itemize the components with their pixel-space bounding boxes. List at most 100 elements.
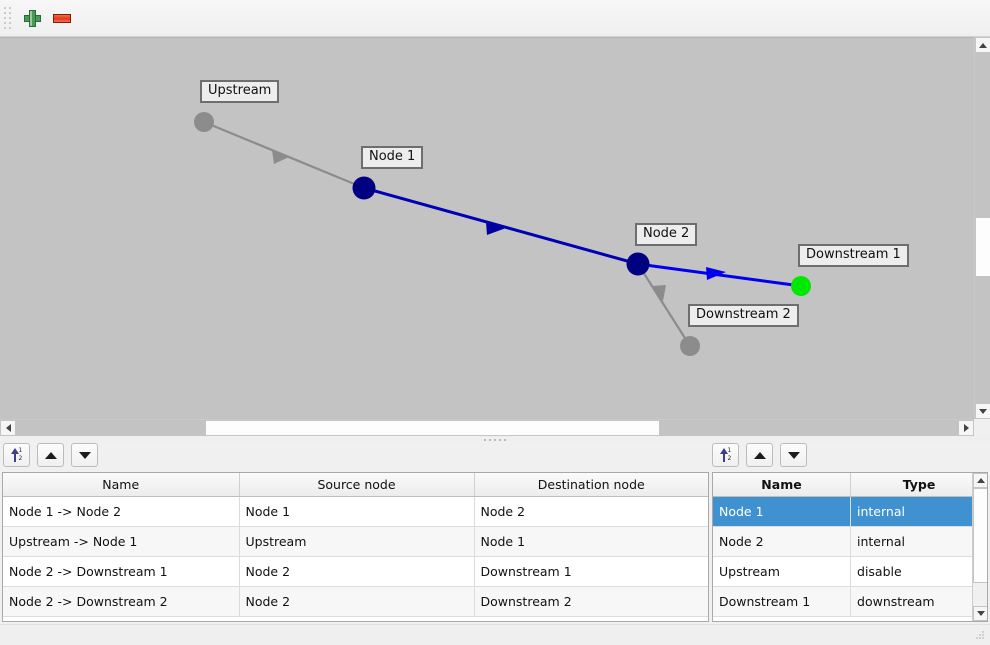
cell-source: Node 2 [239,556,475,587]
nodes-move-down-button[interactable] [780,443,807,467]
graph-horizontal-scrollbar[interactable] [0,419,974,436]
edges-move-down-button[interactable] [71,443,98,467]
table-row[interactable]: Node 1 -> Node 2 Node 1 Node 2 [3,496,708,527]
graph-node-label-node1[interactable]: Node 1 [361,146,424,169]
table-row[interactable]: Node 1 internal [713,496,987,527]
status-bar [0,624,990,645]
graph-scroll-right-button[interactable] [958,420,974,436]
triangle-down-icon [787,451,800,459]
graph-node-node2 [626,252,650,276]
table-row[interactable]: Node 2 -> Downstream 1 Node 2 Downstream… [3,556,708,587]
cell-name: Downstream 1 [713,586,852,617]
edges-col-source[interactable]: Source node [239,473,475,497]
cell-type: internal [850,496,987,527]
graph-scroll-up-button[interactable] [975,37,990,53]
graph-node-upstream [194,112,214,132]
graph-edge-node1-node2 [363,186,639,266]
cell-name: Upstream [713,556,852,587]
minus-icon [53,13,71,23]
splitter-grip-icon [484,438,506,441]
edges-col-destination[interactable]: Destination node [474,473,708,497]
table-row[interactable]: Upstream -> Node 1 Upstream Node 1 [3,526,708,557]
cell-destination: Node 2 [474,496,708,527]
graph-vertical-scrollbar[interactable] [974,37,990,419]
edges-col-name[interactable]: Name [3,473,240,497]
nodes-table-container[interactable]: Name Type Node 1 internal Node 2 interna… [712,472,988,622]
cell-source: Upstream [239,526,475,557]
cell-type: disable [850,556,987,587]
nodes-table-body: Node 1 internal Node 2 internal Upstream… [713,496,987,617]
triangle-down-icon [78,451,91,459]
table-row[interactable]: Node 2 -> Downstream 2 Node 2 Downstream… [3,586,708,617]
chevron-up-icon [979,42,987,48]
graph-vscroll-thumb[interactable] [975,217,990,277]
chevron-down-icon [979,408,987,414]
cell-type: internal [850,526,987,557]
edges-move-up-button[interactable] [37,443,64,467]
triangle-up-icon [44,451,57,459]
add-button[interactable] [17,3,47,33]
cell-name: Upstream -> Node 1 [3,526,240,557]
cell-destination: Downstream 1 [474,556,708,587]
nodes-col-name[interactable]: Name [713,473,852,497]
main-toolbar [0,0,990,37]
horizontal-splitter[interactable] [0,436,990,443]
graph-node-label-downstream1[interactable]: Downstream 1 [798,244,909,267]
nodes-move-up-button[interactable] [746,443,773,467]
nodes-scroll-up-button[interactable] [973,473,987,488]
plus-icon [23,9,41,27]
edges-table-container[interactable]: Name Source node Destination node Node 1… [2,472,709,622]
cell-name: Node 2 -> Downstream 2 [3,586,240,617]
edges-table-header-row: Name Source node Destination node [3,473,708,497]
remove-button[interactable] [47,3,77,33]
nodes-table-scrollbar[interactable] [972,473,987,621]
graph-canvas[interactable]: Upstream Node 1 Node 2 Downstream 1 Down… [0,38,974,420]
nodes-col-type[interactable]: Type [850,473,987,497]
chevron-right-icon [963,424,969,432]
cell-source: Node 1 [239,496,475,527]
nodes-table: Name Type Node 1 internal Node 2 interna… [713,473,987,617]
cell-type: downstream [850,586,987,617]
cell-source: Node 2 [239,586,475,617]
cell-name: Node 2 [713,526,852,557]
graph-node-downstream1 [791,276,811,296]
scrollbar-corner [974,419,990,435]
graph-node-label-node2[interactable]: Node 2 [635,223,698,246]
nodes-scroll-down-button[interactable] [973,606,987,621]
graph-node-label-downstream2[interactable]: Downstream 2 [688,304,799,327]
graph-edge-node2-downstream1 [637,262,802,288]
cell-name: Node 1 [713,496,852,527]
nodes-scroll-thumb[interactable] [973,488,987,583]
chevron-left-icon [5,424,11,432]
table-row[interactable]: Downstream 1 downstream [713,586,987,617]
triangle-up-icon [753,451,766,459]
graph-edge-upstream-node1 [203,120,365,190]
resize-grip-icon[interactable] [976,631,988,643]
toolbar-drag-handle[interactable] [2,5,13,31]
table-row[interactable]: Upstream disable [713,556,987,587]
chevron-up-icon [976,478,985,483]
graph-canvas-area[interactable]: Upstream Node 1 Node 2 Downstream 1 Down… [0,37,990,435]
graph-scroll-down-button[interactable] [975,403,990,419]
graph-node-downstream2 [680,336,700,356]
cell-destination: Node 1 [474,526,708,557]
graph-node-node1 [352,176,376,200]
chevron-down-icon [976,611,985,616]
graph-scroll-left-button[interactable] [0,420,16,436]
table-row[interactable]: Node 2 internal [713,526,987,557]
nodes-table-header-row: Name Type [713,473,987,497]
graph-node-label-upstream[interactable]: Upstream [200,80,280,103]
graph-hscroll-thumb[interactable] [205,420,660,436]
edges-table: Name Source node Destination node Node 1… [3,473,708,617]
cell-name: Node 2 -> Downstream 1 [3,556,240,587]
cell-destination: Downstream 2 [474,586,708,617]
graph-svg [194,112,811,356]
graph-edge-node2-downstream2 [637,263,691,347]
